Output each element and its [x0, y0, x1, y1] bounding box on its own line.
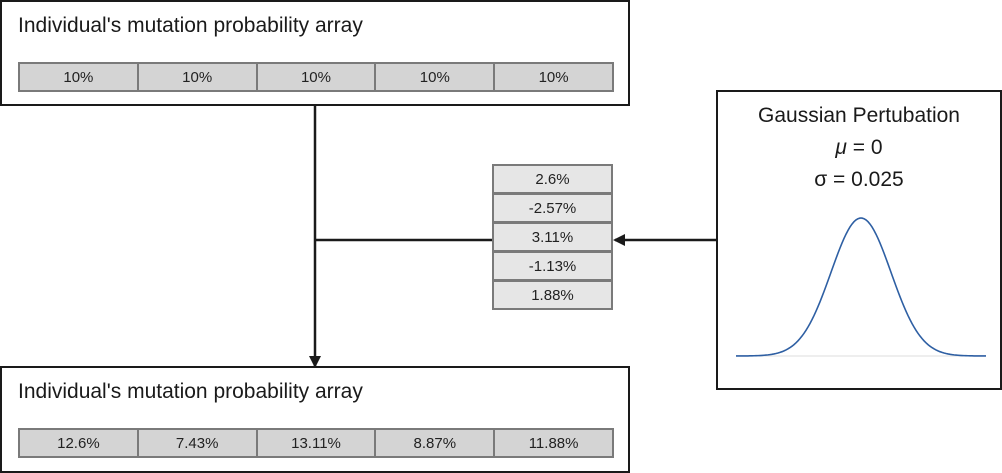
top-array-cell: 10% [18, 62, 138, 92]
gaussian-curve [735, 217, 987, 357]
bottom-probability-panel: Individual's mutation probability array … [0, 366, 630, 473]
gaussian-panel: Gaussian Pertubation μ = 0 σ = 0.025 [716, 90, 1002, 390]
bottom-array-cell: 11.88% [494, 428, 614, 458]
top-array-cell: 10% [375, 62, 495, 92]
bottom-panel-title: Individual's mutation probability array [18, 380, 363, 403]
bottom-array-cell: 7.43% [137, 428, 257, 458]
perturbation-cell: 1.88% [492, 280, 613, 310]
perturbation-cell: -1.13% [492, 251, 613, 281]
mu-value: = 0 [846, 136, 883, 159]
bottom-array-cell: 13.11% [256, 428, 376, 458]
bottom-array-cell: 12.6% [18, 428, 138, 458]
gaussian-curve-plot [735, 217, 987, 357]
top-array-cell: 10% [494, 62, 614, 92]
top-probability-panel: Individual's mutation probability array … [0, 0, 630, 106]
gaussian-title: Gaussian Pertubation [758, 104, 960, 127]
bottom-probability-array: 12.6% 7.43% 13.11% 8.87% 11.88% [18, 428, 614, 458]
perturbation-array: 2.6% -2.57% 3.11% -1.13% 1.88% [492, 164, 613, 310]
top-probability-array: 10% 10% 10% 10% 10% [18, 62, 614, 92]
top-panel-title: Individual's mutation probability array [18, 14, 363, 37]
perturbation-cell: 3.11% [492, 222, 613, 252]
gaussian-mu: μ = 0 [718, 136, 1000, 160]
mu-symbol: μ [835, 136, 847, 159]
top-array-cell: 10% [256, 62, 376, 92]
bottom-array-cell: 8.87% [375, 428, 495, 458]
gaussian-sigma: σ = 0.025 [814, 168, 904, 191]
top-array-cell: 10% [137, 62, 257, 92]
perturbation-cell: -2.57% [492, 193, 613, 223]
perturbation-cell: 2.6% [492, 164, 613, 194]
